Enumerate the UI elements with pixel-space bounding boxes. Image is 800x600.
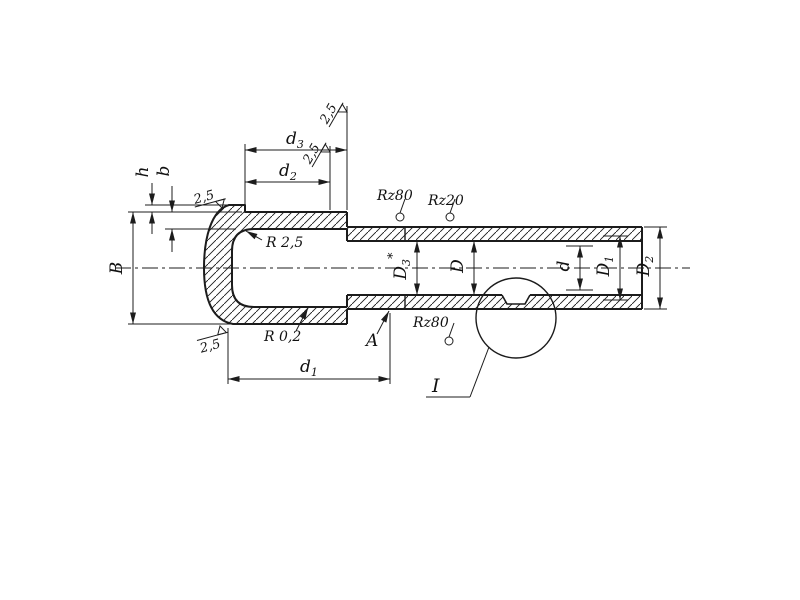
label-h: h: [133, 167, 153, 178]
label-d3: d3: [286, 129, 304, 151]
dimension-labels: d3 d2 d1 h b B R 2,5 R 0,2 A D3* D d D1 …: [107, 129, 656, 397]
label-d2: d2: [279, 161, 297, 183]
label-rz-neck: Rz80: [376, 188, 413, 204]
finish-mark-left-bottom: 2,5: [196, 325, 228, 357]
roughness-glyph-shaft: [445, 198, 456, 222]
label-d: d: [554, 260, 574, 271]
leader-radius-top: [245, 230, 263, 241]
label-radius-top: R 2,5: [265, 235, 303, 251]
roughness-glyph-groove: [444, 322, 455, 346]
detail-circle: [475, 277, 557, 359]
label-rz-shaft: Rz20: [427, 193, 464, 209]
label-D3: D3*: [386, 252, 413, 281]
tube-top-wall-hatch: [347, 227, 642, 241]
label-radius-bottom: R 0,2: [263, 329, 301, 345]
label-b: b: [154, 166, 174, 177]
finish-mark-left-top: 2,5: [191, 188, 226, 209]
finish-value-d3: 2,5: [317, 101, 341, 127]
label-d1: d1: [300, 357, 318, 379]
label-detail-view: I: [431, 375, 440, 397]
finish-value-left-top: 2,5: [191, 188, 216, 208]
dimension-lines: [128, 106, 667, 384]
label-D2: D2: [634, 256, 656, 278]
label-D1: D1: [594, 256, 616, 278]
label-B: B: [107, 262, 127, 276]
detail-callout: [426, 277, 557, 398]
label-D: D: [448, 259, 468, 274]
ring-groove: [501, 294, 531, 305]
leader-radius-bottom: [295, 307, 309, 332]
finish-mark-d3: 2,5: [317, 101, 348, 128]
label-rz-groove: Rz80: [412, 315, 449, 331]
head-outline: [203, 204, 347, 325]
leader-edge-a: [376, 310, 390, 335]
label-edge-a: A: [364, 331, 378, 351]
finish-mark-d2: 2,5: [300, 141, 331, 168]
roughness-glyph-neck: [395, 198, 406, 222]
finish-value-left-bottom: 2,5: [197, 337, 222, 357]
detail-leader: [469, 346, 490, 398]
tube-bottom-wall-hatch: [347, 295, 642, 309]
